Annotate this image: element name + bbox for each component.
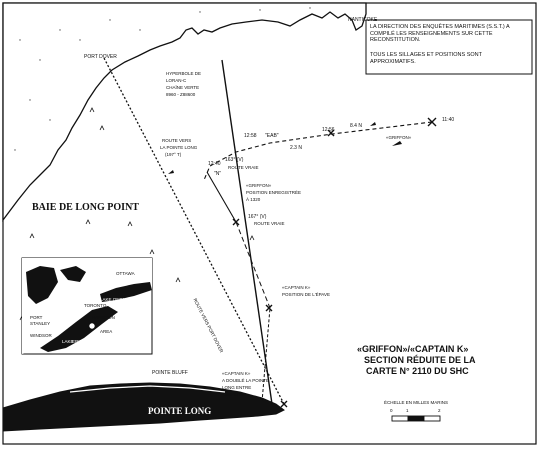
- scale-caption: ÉCHELLE EN MILLES MARINS: [384, 400, 449, 405]
- inset-georgian-bay: [60, 266, 86, 282]
- griffon-pos-l3: À 1320: [246, 197, 261, 202]
- long-point-spit: [2, 382, 285, 432]
- hyperbole-l1: HYPERBOLE DE: [166, 71, 202, 76]
- inset-lake: LAKE: [62, 339, 74, 344]
- inset-area: AREA: [100, 329, 113, 334]
- route-vraie-1: ROUTE VRAIE: [228, 165, 259, 170]
- scale-bar: [391, 415, 441, 422]
- position-markers: [232, 117, 437, 408]
- captain-doubled-l4: 1200-1210: [222, 392, 244, 397]
- marker-captain-doubled: [280, 400, 288, 408]
- inset-area-marker: [88, 322, 96, 330]
- speed-84: 8.4 N: [350, 123, 362, 129]
- time-1256: 12:56: [322, 127, 335, 133]
- captain-doubled-l2: A DOUBLÉ LA POINTE: [222, 378, 270, 383]
- inset-hamilton: HAMILTON: [92, 315, 115, 320]
- inset-toronto: TORONTO: [84, 303, 107, 308]
- bearing-167: 167° (V): [248, 214, 267, 220]
- inset-ottawa: OTTAWA: [116, 271, 135, 276]
- spit-highlight: [69, 385, 226, 393]
- inset-lake-erie: [40, 306, 118, 352]
- griffon-track-label: «GRIFFON»: [386, 135, 412, 140]
- inset-lake-2: ERIE: [72, 339, 83, 344]
- hyperbole-l4: 8960 - Z88600: [166, 92, 196, 97]
- inset-lake-ontario: [100, 282, 152, 302]
- inset-windsor: WINDSOR: [30, 333, 52, 338]
- scale-tick-0: 0: [390, 408, 393, 413]
- place-pointe-long: POINTE LONG: [148, 406, 212, 416]
- route-vers-pointe-long-line: [206, 171, 237, 223]
- eab-label: "EAB": [265, 133, 279, 139]
- route-vraie-2: ROUTE VRAIE: [254, 221, 285, 226]
- time-1258: 12:58: [244, 133, 257, 139]
- eab-n-label: "N": [214, 171, 222, 177]
- route-vers-l1: ROUTE VERS: [162, 138, 192, 143]
- captain-pos-l2: POSITION DE L'ÉPAVE: [282, 292, 330, 297]
- griffon-pos-l1: «GRIFFON»: [246, 183, 272, 188]
- marker-griffon: [232, 218, 240, 226]
- note-direction: LA DIRECTION DES ENQUÊTES MARITIMES (S.S…: [370, 24, 510, 43]
- title-l2: SECTION RÉDUITE DE LA: [364, 355, 476, 365]
- north-land-texture: [14, 7, 311, 151]
- bearing-163: 163° (V): [225, 157, 244, 163]
- inset-port-stanley-1: PORT: [30, 315, 43, 320]
- loran-hyperbola-line: [221, 59, 273, 405]
- scale-tick-2: 2: [438, 408, 441, 413]
- marker-1140: [427, 117, 437, 127]
- route-vers-bearing: (197° T): [165, 152, 182, 157]
- captain-pos-l1: «CAPTAIN K»: [282, 285, 311, 290]
- place-baie-long-point: BAIE DE LONG POINT: [32, 202, 139, 213]
- place-port-dover: PORT DOVER: [84, 54, 117, 60]
- scale-tick-1: 1: [406, 408, 409, 413]
- marker-wreck: [265, 304, 273, 312]
- note-box: [365, 19, 533, 75]
- inset-port-stanley-2: STANLEY: [30, 321, 51, 326]
- route-vers-l2: LA POINTE LONG: [160, 145, 198, 150]
- north-shoreline: [2, 2, 367, 222]
- captain-doubled-l3: LONG ENTRE: [222, 385, 252, 390]
- title-l3: CARTE N° 2110 DU SHC: [366, 366, 469, 376]
- time-1140: 11:40: [442, 117, 455, 123]
- arrow-marks: [168, 122, 402, 174]
- place-pointe-bluff: POINTE BLUFF: [152, 370, 188, 376]
- inset-lake-huron: [26, 266, 58, 304]
- inset-lake-ontario-label: LAKE ONTARIO: [100, 297, 133, 302]
- griffon-pos-l2: POSITION ENREGISTRÉE: [246, 190, 302, 195]
- marker-1256: [327, 129, 335, 137]
- captain-doubled-l1: «CAPTAIN K»: [222, 371, 251, 376]
- note-positions: TOUS LES SILLAGES ET POSITIONS SONT APPR…: [370, 52, 482, 65]
- title-l1: «GRIFFON»/«CAPTAIN K»: [357, 344, 469, 354]
- hyperbole-l3: CHAÎNE VERTE: [166, 85, 200, 90]
- place-nanticoke: NANTICOKE: [348, 17, 378, 23]
- hyperbole-l2: LORAN-C: [166, 78, 187, 83]
- time-1240: 12:40: [208, 161, 221, 167]
- route-to-port-dover: [103, 57, 285, 405]
- captain-k-track: [261, 307, 271, 403]
- speed-23: 2.3 N: [290, 145, 302, 151]
